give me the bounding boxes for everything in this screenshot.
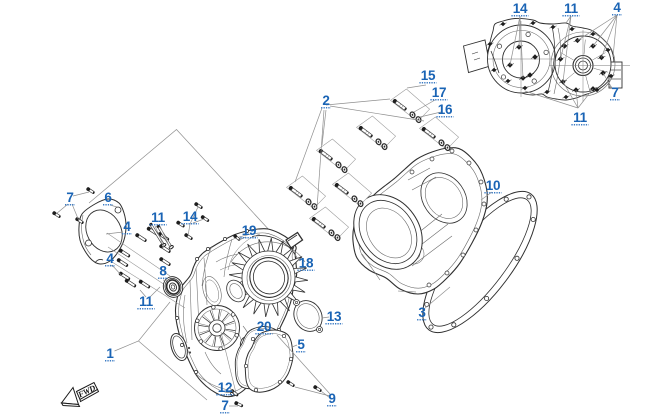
svg-text:14: 14 bbox=[183, 209, 198, 224]
svg-text:11: 11 bbox=[151, 210, 165, 225]
svg-text:20: 20 bbox=[257, 319, 271, 334]
svg-text:11: 11 bbox=[573, 110, 587, 125]
svg-text:4: 4 bbox=[123, 219, 131, 234]
svg-text:11: 11 bbox=[139, 294, 153, 309]
svg-text:7: 7 bbox=[221, 398, 228, 413]
svg-text:1: 1 bbox=[106, 346, 114, 361]
svg-text:19: 19 bbox=[242, 223, 256, 238]
svg-text:2: 2 bbox=[322, 93, 329, 108]
svg-text:11: 11 bbox=[564, 1, 578, 16]
svg-text:7: 7 bbox=[611, 85, 618, 100]
svg-text:9: 9 bbox=[328, 391, 335, 406]
svg-text:17: 17 bbox=[432, 85, 446, 100]
svg-text:16: 16 bbox=[438, 102, 453, 117]
svg-text:4: 4 bbox=[613, 0, 621, 15]
svg-text:12: 12 bbox=[218, 380, 232, 395]
svg-text:18: 18 bbox=[299, 256, 314, 271]
svg-text:13: 13 bbox=[327, 309, 342, 324]
svg-text:6: 6 bbox=[104, 190, 112, 205]
svg-text:5: 5 bbox=[297, 337, 305, 352]
svg-text:10: 10 bbox=[486, 178, 500, 193]
svg-text:8: 8 bbox=[159, 264, 167, 279]
svg-text:7: 7 bbox=[66, 190, 73, 205]
svg-text:4: 4 bbox=[106, 251, 114, 266]
svg-text:14: 14 bbox=[513, 1, 528, 16]
svg-text:15: 15 bbox=[421, 68, 436, 83]
svg-text:3: 3 bbox=[418, 305, 426, 320]
